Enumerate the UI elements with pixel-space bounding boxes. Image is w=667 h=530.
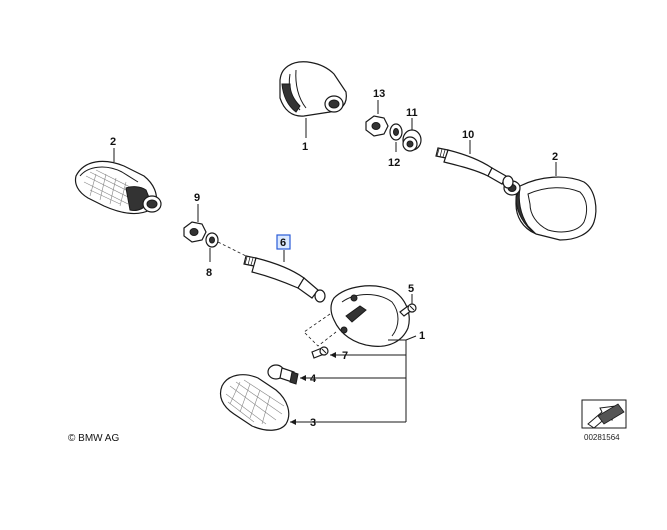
washer-8[interactable] [205,232,219,248]
callout-1-bottom: 1 [419,330,425,342]
indicator-large-left[interactable] [74,160,162,215]
callout-2-left: 2 [110,136,116,148]
callout-2-right: 2 [552,151,558,163]
callout-10: 10 [462,129,474,141]
nut-13[interactable] [365,115,389,137]
callout-5: 5 [408,283,414,295]
callout-4: 4 [310,373,317,385]
copyright-text: © BMW AG [68,433,119,444]
callout-12: 12 [388,157,400,169]
washer-12[interactable] [389,123,403,141]
grommet-11[interactable] [402,129,422,152]
indicator-large-right[interactable] [503,176,597,241]
nut-9[interactable] [183,221,207,243]
orientation-symbol [581,399,627,429]
callout-13: 13 [373,88,385,100]
stalk-6[interactable] [243,255,326,303]
screw-5[interactable] [399,303,417,317]
callout-6: 6 [280,237,286,249]
callout-8: 8 [206,267,212,279]
screw-7[interactable] [311,346,329,359]
indicator-housing-top[interactable] [279,61,347,117]
callouts: 1 2 2 13 11 12 10 9 8 6 5 1 7 4 3 [110,88,558,429]
callout-9: 9 [194,192,200,204]
document-number: 00281564 [584,433,620,442]
indicator-housing-base[interactable] [330,285,410,347]
leader-lines [113,100,557,423]
callout-7: 7 [342,350,348,362]
stalk-10[interactable] [435,147,514,189]
callout-3: 3 [310,417,316,429]
bulb-4[interactable] [267,364,299,385]
callout-6-highlight [276,234,291,250]
callout-11: 11 [406,107,418,119]
callout-1-top: 1 [302,141,308,153]
lens-3[interactable] [219,374,290,431]
